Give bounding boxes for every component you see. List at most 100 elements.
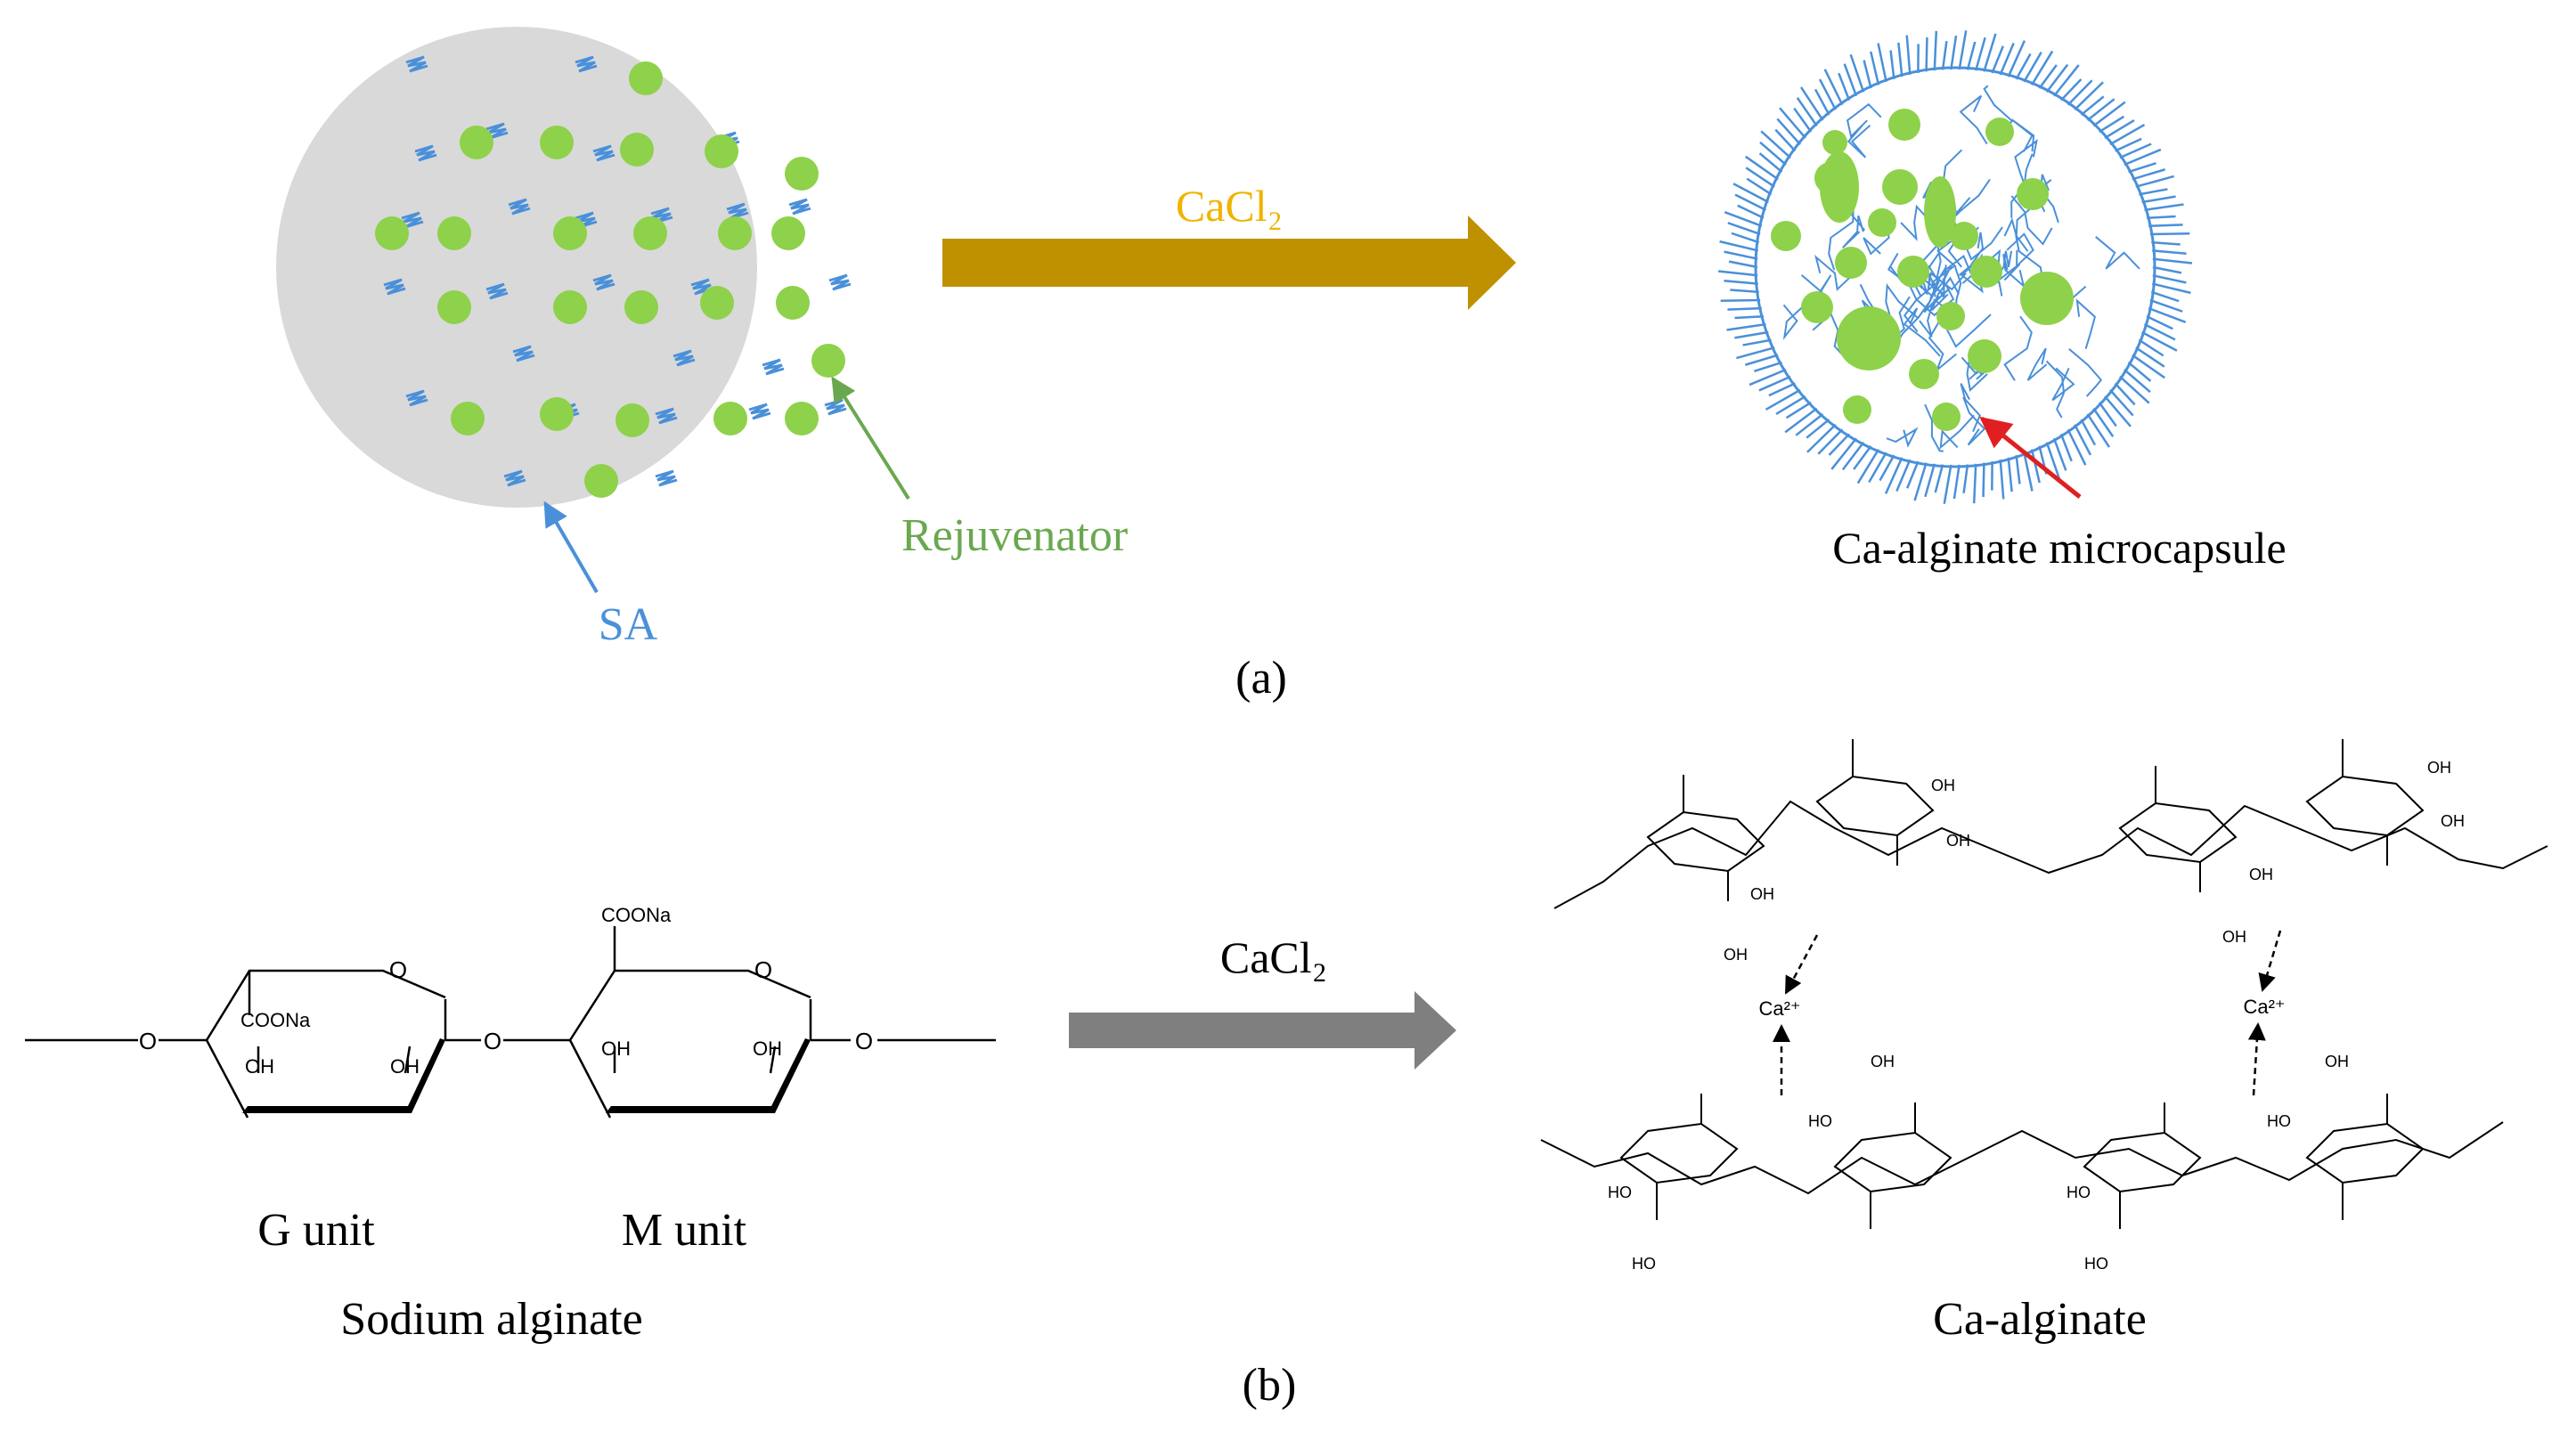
encapsulated-rejuvenator [2017, 178, 2049, 210]
rejuvenator-droplet [776, 286, 810, 320]
sa-pointer-arrow [543, 500, 599, 594]
rejuvenator-droplet [553, 216, 587, 250]
ca-alginate-label: Ca-alginate [1933, 1294, 2147, 1345]
encapsulated-rejuvenator [1970, 256, 2002, 288]
oh-label: OH [390, 1055, 420, 1078]
rejuvenator-droplet [584, 464, 618, 498]
encapsulated-rejuvenator [1924, 176, 1956, 248]
ionic-crosslink [2247, 1022, 2266, 1096]
o-label: O [855, 1028, 873, 1054]
sodium-alginate-atom-labels: O O O O O COONa COONa OH OH OH OH [139, 904, 873, 1078]
sa-chain [503, 469, 526, 487]
rejuvenator-droplet [633, 216, 667, 250]
pyranose-ring [2305, 775, 2425, 837]
rejuvenator-droplet [629, 61, 663, 95]
coona-label: COONa [601, 904, 672, 926]
sa-chain [401, 211, 424, 229]
encapsulated-rejuvenator [1882, 169, 1918, 205]
panel-a: SA Rejuvenator CaCl₂ Ca-alginate microca… [276, 27, 2287, 704]
encapsulated-rejuvenator [1909, 359, 1939, 389]
oh-label: OH [753, 1037, 782, 1060]
sa-label: SA [599, 599, 658, 650]
o-label: O [484, 1028, 501, 1054]
oh-label: OH [245, 1055, 274, 1078]
pyranose-ring [2083, 1131, 2202, 1193]
rejuvenator-droplet [718, 216, 752, 250]
rejuvenator-pointer-arrow [831, 376, 910, 500]
encapsulated-rejuvenator [1932, 403, 1961, 431]
reaction-arrow-a [942, 216, 1516, 310]
sa-chain [690, 278, 713, 296]
rejuvenator-droplet [615, 403, 649, 437]
calcium-ion-label: Ca²⁺ [2243, 996, 2285, 1018]
o-label: O [389, 956, 407, 983]
sa-chain [655, 407, 678, 425]
rejuvenator-droplet [540, 126, 574, 159]
sa-chain [512, 345, 535, 362]
oh-label: OH [2427, 759, 2451, 777]
polymer-backbone [1540, 1121, 2504, 1195]
caption-b: (b) [1243, 1360, 1297, 1411]
g-unit-label: G unit [257, 1205, 375, 1256]
o-label: O [139, 1028, 157, 1054]
reagent-label-a: CaCl₂ [1176, 181, 1283, 231]
sa-chain [673, 349, 696, 367]
rejuvenator-droplet [785, 157, 819, 191]
sa-chain [592, 273, 615, 291]
sa-chain [748, 403, 771, 420]
oh-label: OH [1871, 1053, 1895, 1070]
encapsulated-rejuvenator [1801, 291, 1833, 323]
encapsulated-rejuvenator [1820, 151, 1859, 223]
capsule-shell [1754, 66, 2156, 468]
m-unit-label: M unit [622, 1205, 747, 1256]
sa-chain [575, 55, 598, 73]
sa-chain [405, 55, 428, 73]
oh-label: OH [601, 1037, 631, 1060]
polymer-backbone [1553, 800, 2548, 909]
rejuvenator-droplet [375, 216, 409, 250]
rejuvenator-droplet [713, 402, 747, 435]
droplet-contents [375, 55, 852, 498]
ionic-crosslink [1784, 934, 1819, 995]
rejuvenator-label: Rejuvenator [901, 510, 1128, 561]
panel-b: O O O O O COONa COONa OH OH OH OH G unit… [25, 739, 2548, 1411]
coona-label: COONa [240, 1009, 311, 1031]
ca-alginate-structure [1540, 739, 2548, 1229]
encapsulated-rejuvenator [1897, 256, 1929, 288]
ho-label: HO [2067, 1184, 2091, 1201]
rejuvenator-droplet [811, 344, 845, 378]
ho-label: HO [1608, 1184, 1632, 1201]
encapsulated-rejuvenator [2020, 272, 2074, 325]
sa-chain [762, 358, 785, 376]
rejuvenator-droplet [437, 290, 471, 324]
sa-droplet [276, 27, 757, 508]
rejuvenator-droplet [451, 402, 485, 435]
sa-chain [383, 278, 406, 296]
sa-chain [788, 198, 811, 216]
encapsulated-rejuvenator [1985, 118, 2014, 146]
encapsulated-rejuvenator [1888, 109, 1920, 141]
oh-label: OH [1724, 946, 1748, 964]
caption-a: (a) [1235, 653, 1287, 704]
ho-label: HO [1632, 1255, 1656, 1273]
encapsulated-rejuvenator [1835, 247, 1867, 279]
rejuvenator-droplet [437, 216, 471, 250]
ho-label: HO [2084, 1255, 2108, 1273]
rejuvenator-droplet [624, 290, 658, 324]
encapsulated-rejuvenator [1822, 130, 1847, 155]
ca-alginate-labels: Ca²⁺ Ca²⁺ OH OH OH OH OH OH OH OH OH OH … [1608, 759, 2465, 1273]
sa-chain [592, 144, 615, 162]
rejuvenator-droplet [705, 134, 738, 168]
encapsulated-rejuvenator [1771, 221, 1801, 251]
oh-label: OH [2249, 866, 2273, 883]
pyranose-ring [1646, 810, 1765, 873]
rejuvenator-droplet [785, 402, 819, 435]
oh-label: OH [2441, 812, 2465, 830]
microcapsule-pointer-arrow [1979, 416, 2082, 499]
rejuvenator-droplet [553, 290, 587, 324]
sa-chain [485, 122, 509, 140]
o-label: O [754, 956, 772, 983]
ionic-crosslink [2258, 930, 2282, 992]
oh-label: OH [1946, 832, 1970, 850]
ho-label: HO [2267, 1112, 2291, 1130]
